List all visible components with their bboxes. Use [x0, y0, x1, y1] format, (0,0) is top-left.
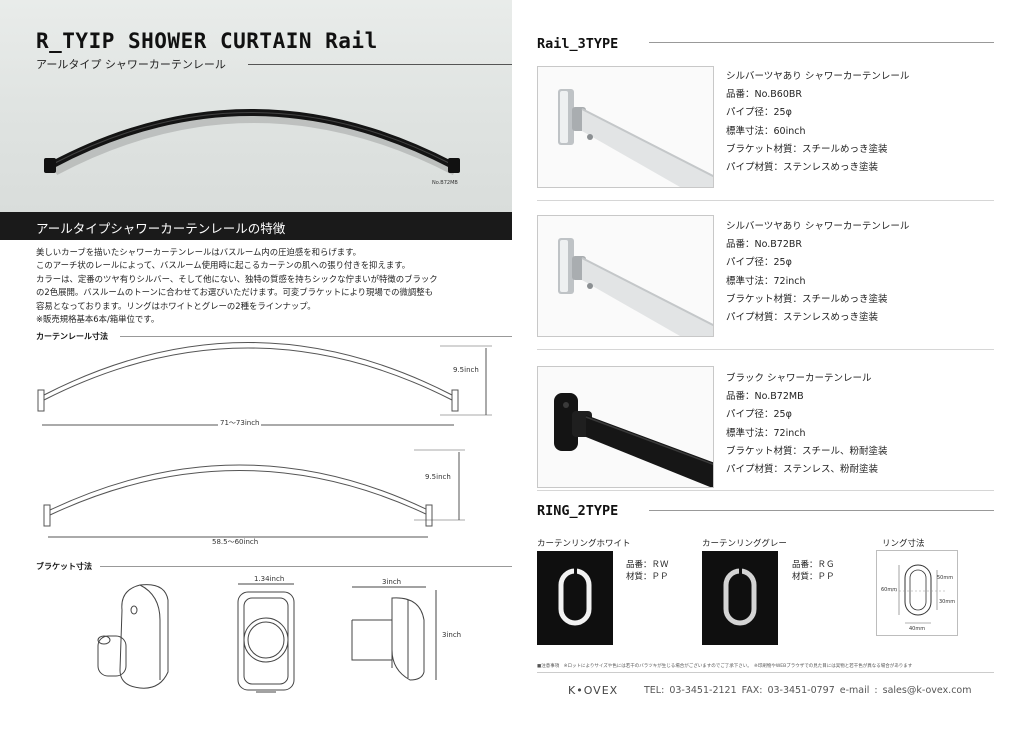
product-pipe-material: パイプ材質：ステンレスめっき塗装 — [726, 312, 879, 324]
ring-white-label: カーテンリングホワイト — [537, 539, 631, 549]
product-divider — [537, 490, 994, 491]
bracket-front-width-label: 1.34inch — [254, 575, 285, 583]
subtitle-rule — [248, 64, 512, 65]
product-pipe-size: パイプ径：25φ — [726, 409, 792, 421]
ring-section-rule — [649, 510, 994, 511]
product-name: シルバーツヤあり シャワーカーテンレール — [726, 71, 910, 82]
left-page: R_TYIP SHOWER CURTAIN Rail アールタイプ シャワーカー… — [0, 0, 512, 693]
product-photo-b60br — [537, 66, 714, 188]
page-subtitle: アールタイプ シャワーカーテンレール — [36, 58, 226, 71]
rail-section-heading: Rail_3TYPE — [537, 36, 619, 52]
product-pipe-size: パイプ径：25φ — [726, 107, 792, 119]
hero-model-label: No.B72MB — [432, 180, 458, 186]
product-code: 品番：No.B72MB — [726, 391, 804, 403]
ring-dims-label: リング寸法 — [882, 539, 925, 549]
page-title: R_TYIP SHOWER CURTAIN Rail — [36, 29, 378, 53]
product-bracket-material: ブラケット材質：スチールめっき塗装 — [726, 293, 888, 305]
silver-rail-icon — [558, 238, 713, 336]
ring-dimension-diagram: 60mm 50mm 30mm 40mm — [876, 550, 958, 636]
contact-info: TEL: 03-3451-2121 FAX: 03-3451-0797 e-ma… — [644, 685, 972, 696]
product-info-b60br: シルバーツヤあり シャワーカーテンレール 品番：No.B60BR パイプ径：25… — [726, 68, 909, 177]
feature-line: ※販売規格基本6本/箱単位です。 — [36, 314, 160, 325]
product-pipe-material: パイプ材質：ステンレスめっき塗装 — [726, 162, 879, 174]
ring-code: 品番：ＲＧ — [792, 560, 835, 570]
bracket-side-width-label: 3inch — [382, 578, 402, 586]
ring-gray-photo — [702, 551, 778, 645]
ring-material: 材質：ＰＰ — [626, 572, 669, 582]
feature-line: 容易となっております。リングはホワイトとグレーの2種をラインナップ。 — [36, 300, 316, 311]
ring-top-label: 50mm — [937, 575, 954, 581]
rail1-width-label: 71〜73inch — [218, 418, 262, 428]
bracket-dims-label: ブラケット寸法 — [36, 562, 92, 571]
product-pipe-material: パイプ材質：ステンレス、粉耐塗装 — [726, 464, 879, 476]
product-divider — [537, 200, 994, 201]
ring-gray-spec: 品番：ＲＧ 材質：ＰＰ — [792, 559, 835, 583]
feature-line: カラーは、定番のツヤ有りシルバー、そして他にない、独特の質感を持ちシックな佇まい… — [36, 273, 438, 284]
bracket-side-height-label: 3inch — [442, 631, 462, 639]
ring-section-heading: RING_2TYPE — [537, 503, 619, 519]
right-page: Rail_3TYPE シルバーツヤあり シャワーカーテンレール 品番：No.B6… — [512, 0, 1024, 729]
product-code: 品番：No.B60BR — [726, 89, 802, 101]
rail2-height-label: 9.5inch — [425, 473, 451, 481]
rail2-width-label: 58.5〜60inch — [212, 538, 259, 546]
ring-white-icon — [558, 567, 592, 626]
product-info-b72mb: ブラック シャワーカーテンレール 品番：No.B72MB パイプ径：25φ 標準… — [726, 370, 888, 479]
ring-gray-label: カーテンリンググレー — [702, 539, 787, 549]
feature-title-bar — [0, 212, 512, 240]
product-name: ブラック シャワーカーテンレール — [726, 373, 872, 384]
rail-dimension-drawing — [37, 342, 492, 693]
product-code: 品番：No.B72BR — [726, 239, 802, 251]
rail1-height-label: 9.5inch — [453, 366, 479, 374]
black-rail-icon — [554, 393, 713, 487]
product-standard-size: 標準寸法：72inch — [726, 275, 806, 287]
ring-white-spec: 品番：ＲＷ 材質：ＰＰ — [626, 559, 669, 583]
product-bracket-material: ブラケット材質：スチールめっき塗装 — [726, 143, 888, 155]
feature-line: の2色展開。バスルームのトーンに合わせてお選びいただけます。可変ブラケットにより… — [36, 287, 434, 298]
ring-inner-height-label: 30mm — [939, 599, 956, 605]
product-standard-size: 標準寸法：72inch — [726, 427, 806, 439]
rail-dims-label: カーテンレール寸法 — [36, 332, 108, 341]
ring-dimension-icon — [891, 564, 945, 624]
feature-description: 美しいカーブを描いたシャワーカーテンレールはバスルーム内の圧迫感を和らげます。 … — [36, 246, 506, 326]
feature-line: このアーチ状のレールによって、バスルーム使用時に起こるカーテンの肌への張り付きを… — [36, 260, 411, 271]
ring-code: 品番：ＲＷ — [626, 560, 669, 570]
hero-image: R_TYIP SHOWER CURTAIN Rail アールタイプ シャワーカー… — [0, 0, 512, 212]
ring-white-photo — [537, 551, 613, 645]
product-standard-size: 標準寸法：60inch — [726, 125, 806, 137]
product-divider — [537, 349, 994, 350]
footer-rule — [537, 672, 994, 673]
product-photo-b72br — [537, 215, 714, 337]
product-name: シルバーツヤあり シャワーカーテンレール — [726, 221, 910, 232]
feature-line: 美しいカーブを描いたシャワーカーテンレールはバスルーム内の圧迫感を和らげます。 — [36, 247, 362, 257]
product-pipe-size: パイプ径：25φ — [726, 257, 792, 269]
product-bracket-material: ブラケット材質：スチール、粉耐塗装 — [726, 445, 888, 457]
brand-logo: K•OVEX — [568, 684, 619, 697]
product-info-b72br: シルバーツヤあり シャワーカーテンレール 品番：No.B72BR パイプ径：25… — [726, 218, 909, 327]
feature-title: アールタイプシャワーカーテンレールの特徴 — [36, 221, 286, 236]
bracket-dims-rule — [100, 566, 512, 567]
silver-rail-icon — [558, 89, 713, 187]
rail-dims-rule — [120, 336, 512, 337]
ring-width-label: 40mm — [909, 626, 926, 632]
hero-rail-illustration — [44, 109, 460, 175]
notice-text: ■注意事項 ※ロットによりサイズや色には若干のバラツキが生じる場合がございますの… — [537, 664, 913, 669]
ring-gray-icon — [723, 567, 757, 626]
ring-material: 材質：ＰＰ — [792, 572, 835, 582]
rail-section-rule — [649, 42, 994, 43]
product-photo-b72mb — [537, 366, 714, 488]
ring-outer-height-label: 60mm — [881, 587, 898, 593]
